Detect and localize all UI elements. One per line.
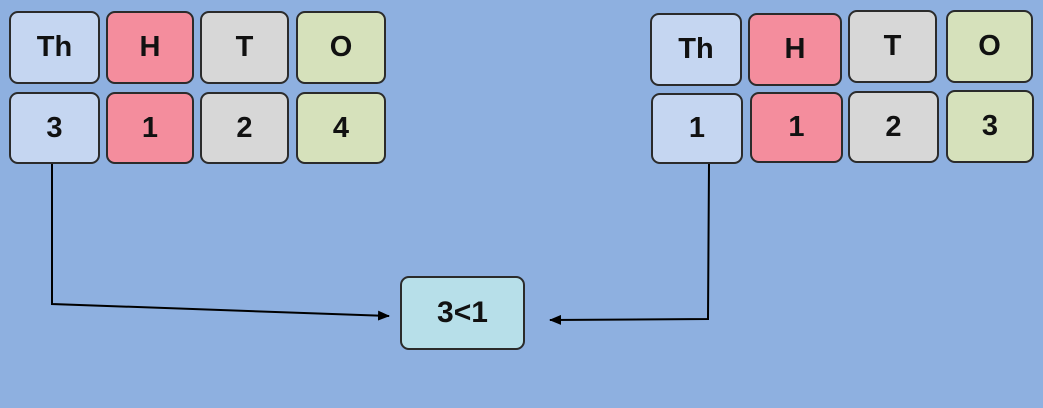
right-header-hundreds: H — [748, 13, 842, 86]
left-header-hundreds: H — [106, 11, 194, 84]
left-header-ones: O — [296, 11, 386, 84]
left-thousands-arrow — [51, 164, 390, 321]
right-digit-thousands: 1 — [651, 93, 743, 164]
left-digit-tens: 2 — [200, 92, 289, 164]
left-header-thousands: Th — [9, 11, 100, 84]
right-thousands-arrow — [549, 163, 710, 325]
right-header-tens: T — [848, 10, 937, 83]
comparison-result-box: 3<1 — [400, 276, 525, 350]
right-digit-ones: 3 — [946, 90, 1034, 163]
right-header-ones: O — [946, 10, 1033, 83]
left-digit-ones: 4 — [296, 92, 386, 164]
right-digit-hundreds: 1 — [750, 92, 843, 163]
right-digit-tens: 2 — [848, 91, 939, 163]
left-header-tens: T — [200, 11, 289, 84]
left-digit-thousands: 3 — [9, 92, 100, 164]
right-header-thousands: Th — [650, 13, 742, 86]
left-digit-hundreds: 1 — [106, 92, 194, 164]
